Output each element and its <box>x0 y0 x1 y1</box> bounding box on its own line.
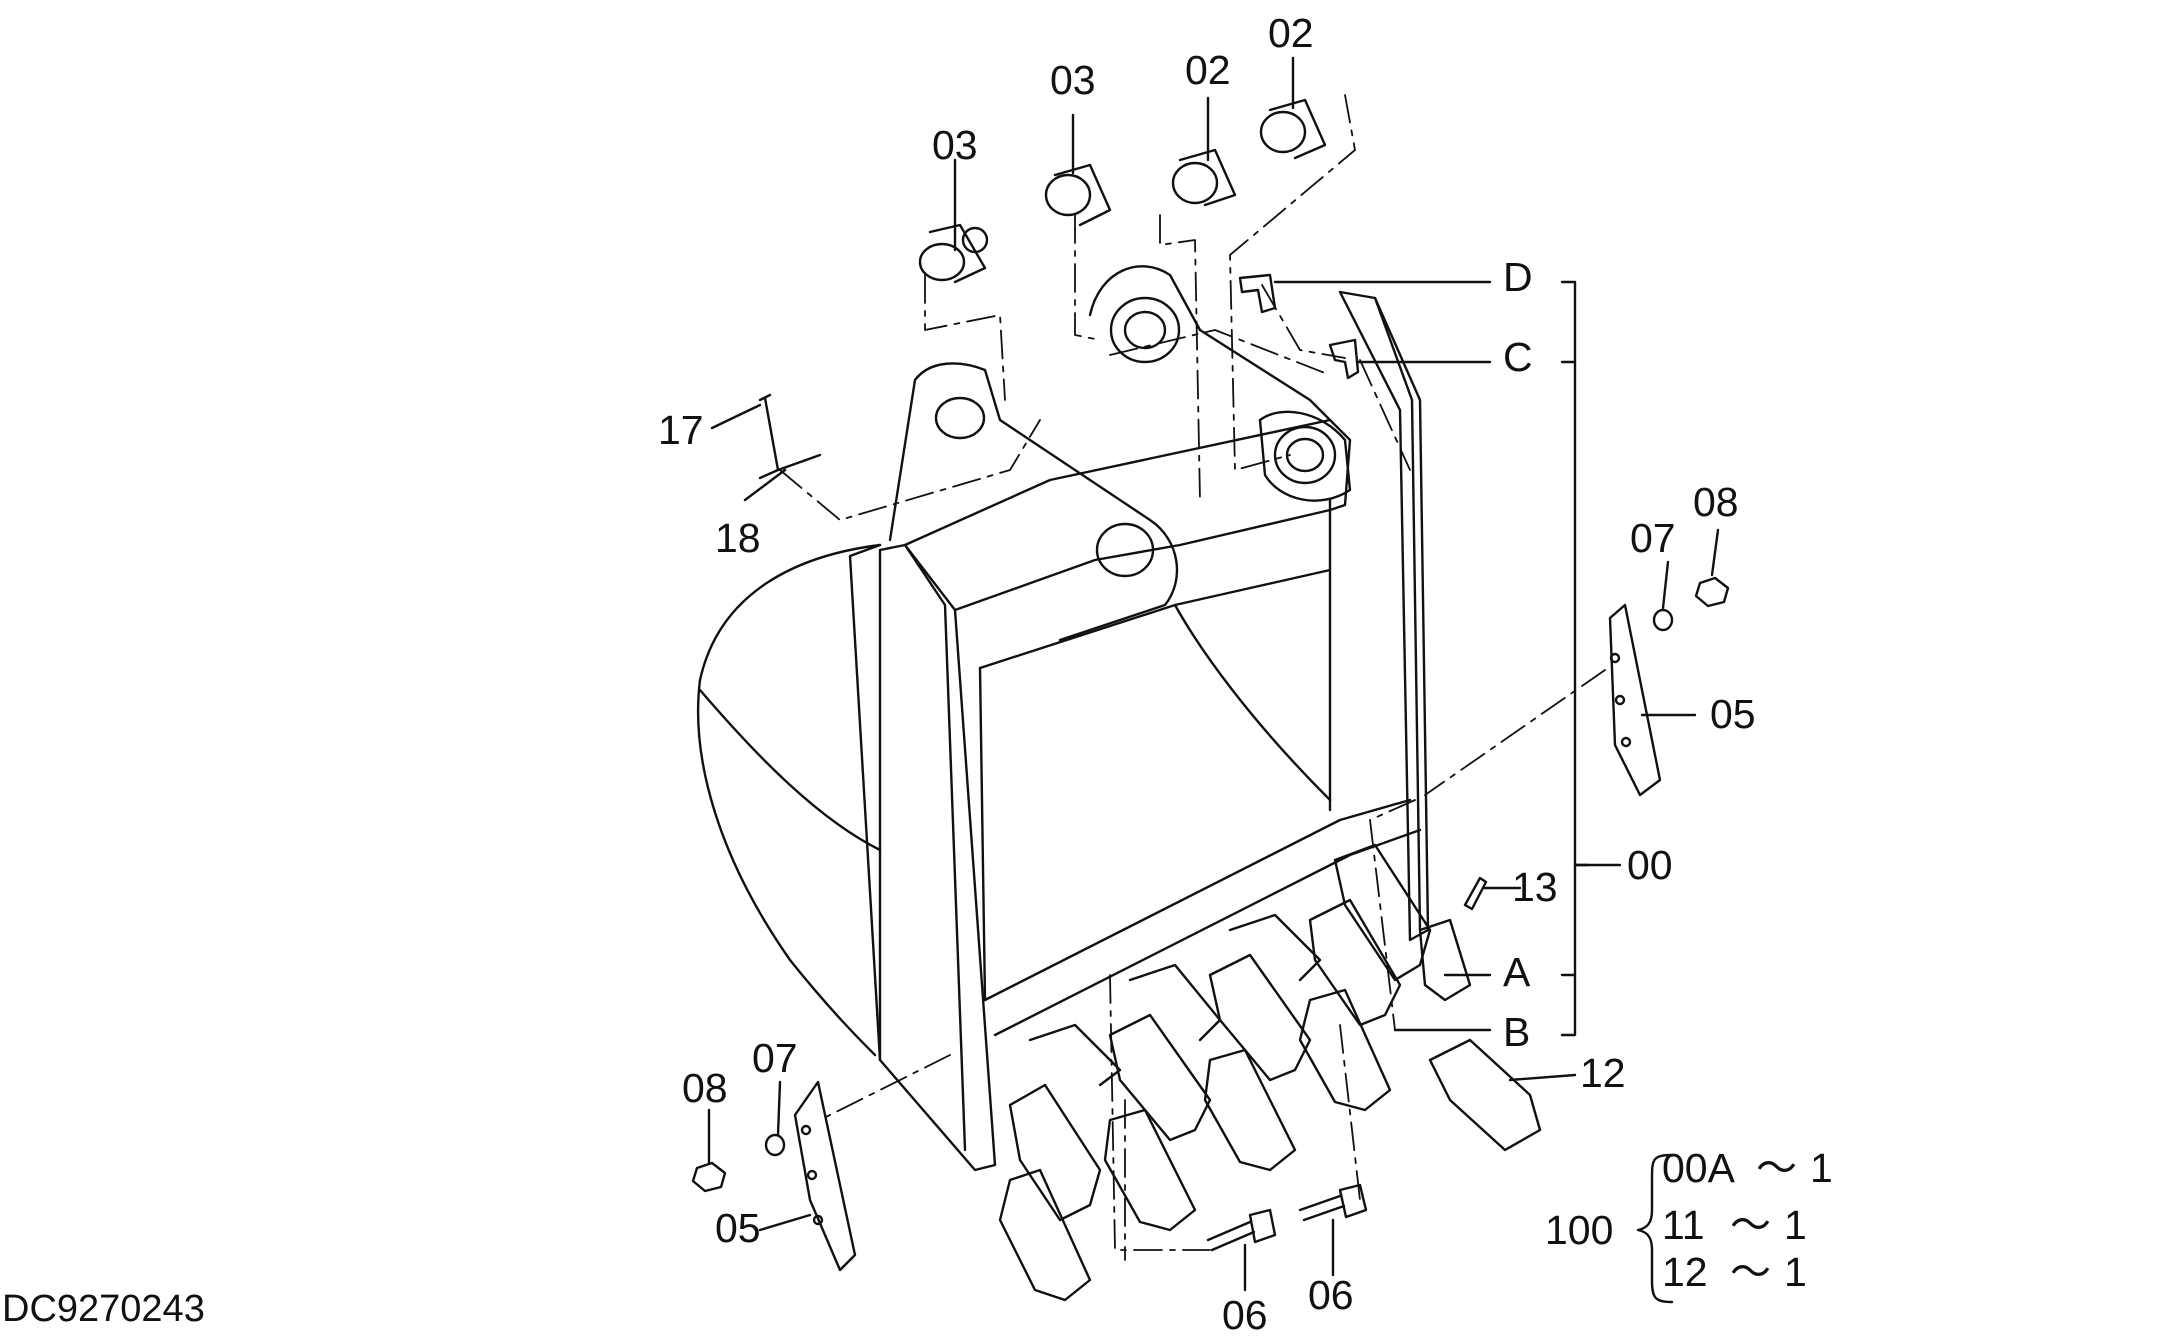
callout-18: 18 <box>715 515 761 561</box>
callout-08-right: 08 <box>1693 479 1739 525</box>
legend-row-3-qty: 1 <box>1784 1249 1807 1295</box>
bushing-02-right <box>1259 98 1327 160</box>
bushing-03-mid <box>1044 163 1112 227</box>
alignment-lines <box>779 94 1606 1261</box>
bucket-teeth <box>998 843 1542 1302</box>
legend-brace <box>1636 1153 1674 1304</box>
callout-02-right: 02 <box>1268 10 1314 56</box>
callout-00: 00 <box>1627 842 1673 888</box>
nut-08-left <box>691 1161 727 1193</box>
bushing-03-left <box>918 223 989 284</box>
callout-B: B <box>1503 1009 1531 1055</box>
callout-07-right: 07 <box>1630 515 1676 561</box>
legend-parent: 100 <box>1545 1207 1614 1253</box>
callout-03-left: 03 <box>932 122 978 168</box>
callout-12: 12 <box>1580 1050 1626 1096</box>
callout-A: A <box>1503 949 1531 995</box>
callout-13: 13 <box>1512 864 1558 910</box>
side-cutter-left <box>793 1080 857 1272</box>
callout-03-mid: 03 <box>1050 57 1096 103</box>
legend-row-3-sep: ～ <box>1730 1249 1771 1295</box>
washer-07-right <box>1652 608 1674 632</box>
callout-08-left: 08 <box>682 1065 728 1111</box>
bucket-body <box>696 290 1430 1172</box>
bracket-C <box>1328 338 1360 380</box>
callout-02-mid: 02 <box>1185 47 1231 93</box>
bushing-02-mid <box>1171 148 1237 207</box>
legend-row-2-qty: 1 <box>1784 1202 1807 1248</box>
callout-07-left: 07 <box>752 1035 798 1081</box>
legend-row-2-sep: ～ <box>1730 1202 1771 1248</box>
callout-06-left: 06 <box>1222 1292 1268 1338</box>
legend-row-1-item: 00A <box>1662 1145 1735 1191</box>
pin-17-18 <box>758 393 822 480</box>
bolt-06-left <box>1206 1208 1277 1252</box>
callout-05-left: 05 <box>715 1205 761 1251</box>
mounting-boss-right <box>1088 265 1352 512</box>
pin-13 <box>1463 876 1488 911</box>
leader-lines <box>707 56 1720 1292</box>
bracket-D <box>1238 273 1277 314</box>
nut-08-right <box>1694 576 1730 608</box>
mounting-boss-left <box>888 362 1179 642</box>
bolt-06-right <box>1298 1183 1368 1222</box>
legend-row-2-item: 11 <box>1662 1202 1705 1248</box>
legend-row-3-item: 12 <box>1662 1249 1708 1295</box>
legend-row-1-sep: ～ <box>1756 1145 1797 1191</box>
callout-05-right: 05 <box>1710 691 1756 737</box>
callout-06-right: 06 <box>1308 1272 1354 1318</box>
document-code: DC9270243 <box>2 1288 205 1330</box>
callout-17: 17 <box>658 407 704 453</box>
callout-D: D <box>1503 254 1533 300</box>
washer-07-left <box>764 1133 786 1157</box>
legend-row-1-qty: 1 <box>1810 1145 1833 1191</box>
side-cutter-right <box>1608 603 1662 797</box>
callout-C: C <box>1503 334 1533 380</box>
